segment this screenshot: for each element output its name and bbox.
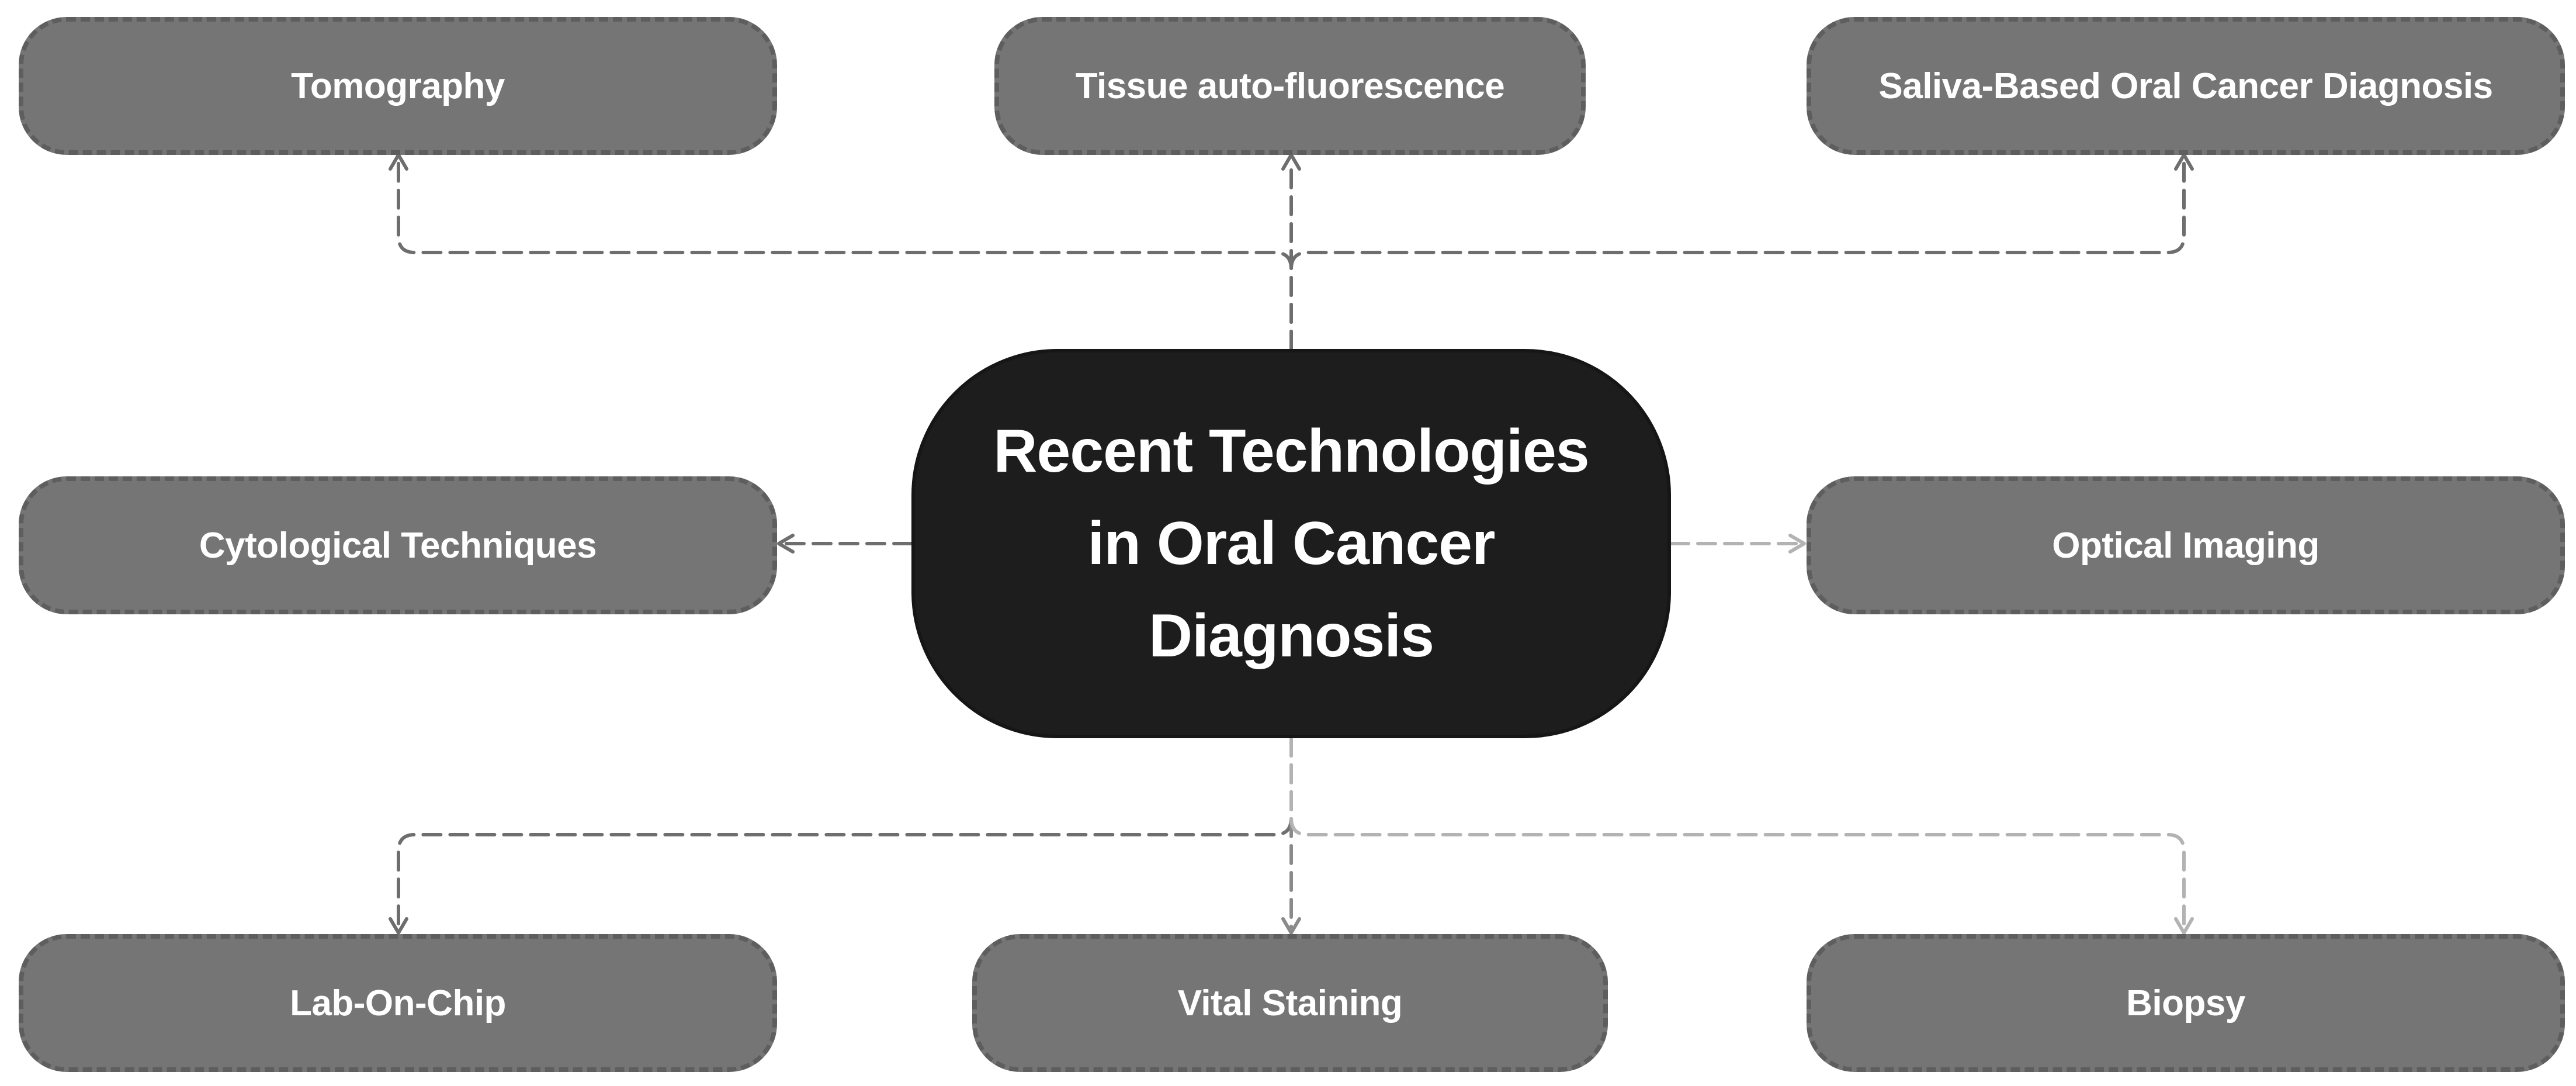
connector-saliva-diagnosis bbox=[1289, 153, 2194, 351]
node-tissue-autofluorescence: Tissue auto-fluorescence bbox=[994, 17, 1586, 155]
node-optical-imaging: Optical Imaging bbox=[1807, 476, 2565, 614]
node-vital-staining: Vital Staining bbox=[972, 934, 1608, 1072]
node-label: Cytological Techniques bbox=[199, 525, 597, 566]
node-label: Vital Staining bbox=[1177, 983, 1403, 1023]
node-saliva-diagnosis: Saliva-Based Oral Cancer Diagnosis bbox=[1807, 17, 2565, 155]
node-biopsy: Biopsy bbox=[1807, 934, 2565, 1072]
connector-tomography bbox=[389, 153, 1293, 351]
central-topic: Recent Technologies in Oral Cancer Diagn… bbox=[911, 349, 1671, 738]
node-cytological-techniques: Cytological Techniques bbox=[19, 476, 777, 614]
node-tomography: Tomography bbox=[19, 17, 777, 155]
node-lab-on-chip: Lab-On-Chip bbox=[19, 934, 777, 1072]
central-topic-title: Recent Technologies in Oral Cancer Diagn… bbox=[993, 417, 1589, 670]
node-label: Lab-On-Chip bbox=[290, 983, 506, 1023]
node-label: Tissue auto-fluorescence bbox=[1075, 65, 1505, 106]
node-label: Biopsy bbox=[2126, 983, 2245, 1023]
connector-lab-on-chip bbox=[389, 736, 1293, 935]
node-label: Tomography bbox=[291, 65, 505, 106]
node-label: Saliva-Based Oral Cancer Diagnosis bbox=[1878, 65, 2493, 106]
connector-biopsy bbox=[1289, 736, 2194, 935]
node-label: Optical Imaging bbox=[2052, 525, 2320, 566]
